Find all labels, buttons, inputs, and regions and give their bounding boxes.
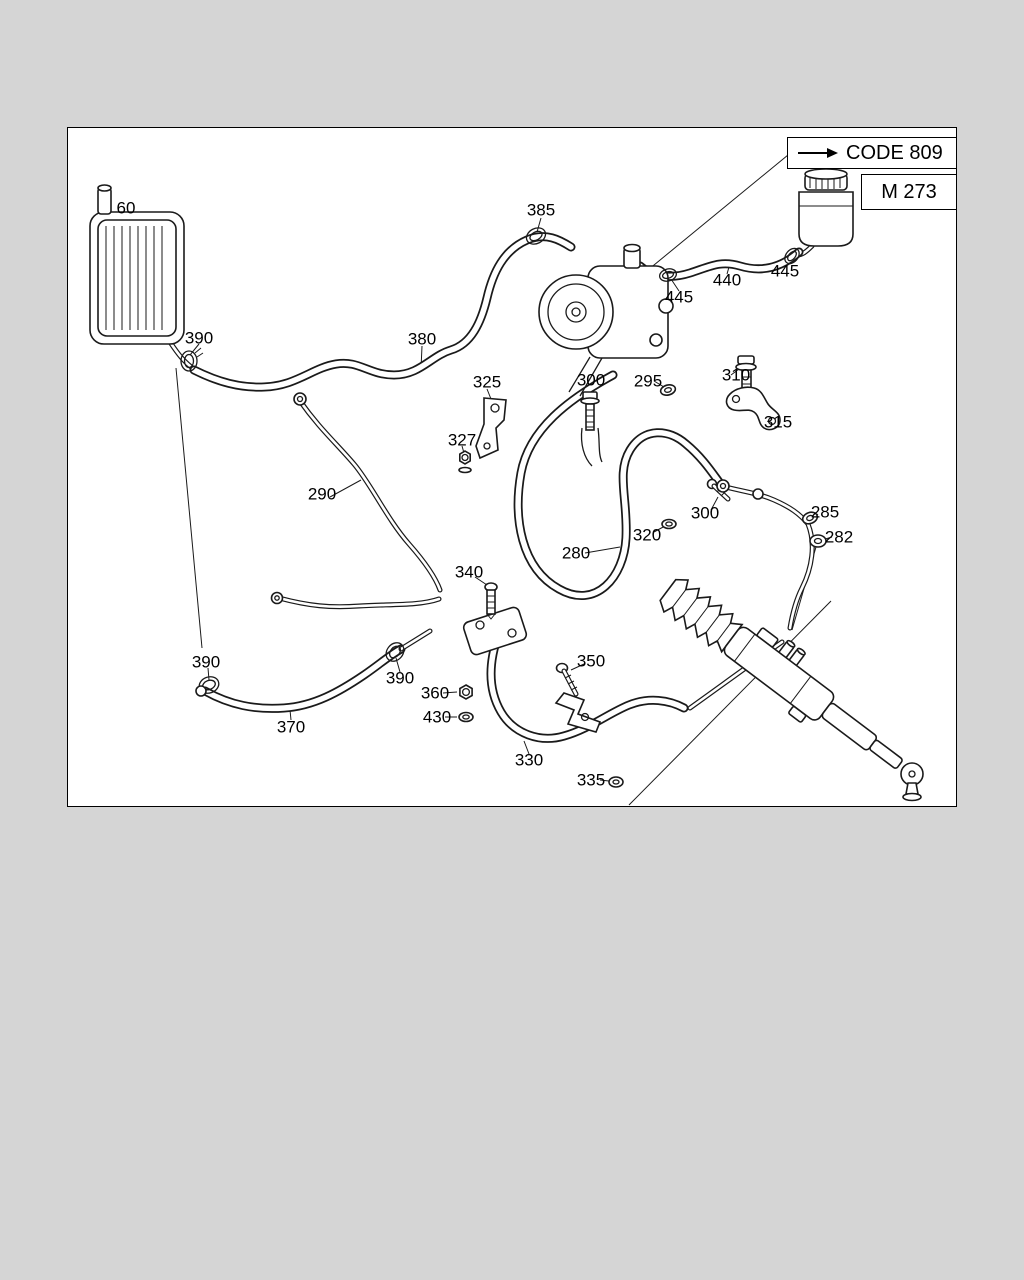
washer-295-drawing xyxy=(659,383,677,397)
part-label-315: 315 xyxy=(763,412,793,432)
part-label-445: 445 xyxy=(664,287,694,307)
clamp-385-drawing xyxy=(525,227,547,245)
hose-370-end-fitting xyxy=(195,685,207,697)
part-label-390: 390 xyxy=(385,668,415,688)
part-label-440: 440 xyxy=(712,270,742,290)
part-label-327: 327 xyxy=(447,430,477,450)
washer-335-drawing xyxy=(608,776,624,788)
part-label-290: 290 xyxy=(307,484,337,504)
oil-cooler-drawing xyxy=(89,184,185,345)
engine-callout-label: M 273 xyxy=(881,180,937,203)
part-label-380: 380 xyxy=(407,329,437,349)
clamp-390-bottom-mid-drawing xyxy=(385,642,405,662)
part-label-430: 430 xyxy=(422,707,452,727)
code-callout-label: CODE 809 xyxy=(846,141,943,164)
bracket-340-drawing xyxy=(462,606,528,656)
part-label-330: 330 xyxy=(514,750,544,770)
part-label-445: 445 xyxy=(770,261,800,281)
washer-430-drawing xyxy=(458,711,474,723)
tie-rod-end-drawing xyxy=(900,762,924,802)
part-label-390: 390 xyxy=(191,652,221,672)
nut-360-drawing xyxy=(459,684,473,700)
bolt-310-drawing xyxy=(735,355,757,401)
screw-340-drawing xyxy=(484,582,498,620)
screw-350-drawing xyxy=(555,662,579,697)
code-callout-box: CODE 809 xyxy=(787,137,957,169)
part-label-280: 280 xyxy=(561,543,591,563)
bracket-350-drawing xyxy=(554,692,602,733)
power-steering-pump-drawing xyxy=(538,243,674,467)
part-label-385: 385 xyxy=(526,200,556,220)
clamp-445-right-drawing xyxy=(784,247,800,265)
pipe-290-fittings-drawing xyxy=(270,392,307,605)
diagram-frame: 60 385 445 440 445 390 380 310 300 295 325 315 327 29… xyxy=(67,127,957,807)
bolt-300-top-drawing xyxy=(580,391,600,431)
part-label-300: 300 xyxy=(576,370,606,390)
part-label-320: 320 xyxy=(632,525,662,545)
clamp-390-top-drawing xyxy=(180,347,204,372)
hose-280-fittings-drawing xyxy=(716,479,764,500)
washer-282-drawing xyxy=(809,534,827,548)
bracket-315-drawing xyxy=(725,386,781,431)
engine-callout-box: M 273 xyxy=(861,174,957,210)
part-label-285: 285 xyxy=(810,502,840,522)
part-label-325: 325 xyxy=(472,372,502,392)
diagram-art xyxy=(89,154,924,806)
part-label-60: 60 xyxy=(116,198,136,218)
washer-285-drawing xyxy=(801,511,819,525)
reservoir-drawing xyxy=(798,168,854,247)
steering-rack-drawing xyxy=(659,578,903,769)
part-label-340: 340 xyxy=(454,562,484,582)
code-arrow-icon xyxy=(798,148,838,158)
part-label-310: 310 xyxy=(721,365,751,385)
bolt-300-bottom-drawing xyxy=(706,478,731,502)
part-label-390: 390 xyxy=(184,328,214,348)
washer-320-drawing xyxy=(661,518,677,530)
bracket-325-drawing xyxy=(475,397,507,460)
part-label-350: 350 xyxy=(576,651,606,671)
part-label-360: 360 xyxy=(420,683,450,703)
part-label-335: 335 xyxy=(576,770,606,790)
part-label-295: 295 xyxy=(633,371,663,391)
part-label-370: 370 xyxy=(276,717,306,737)
part-label-300: 300 xyxy=(690,503,720,523)
part-label-282: 282 xyxy=(824,527,854,547)
clamp-445-left-drawing xyxy=(658,268,678,282)
nut-327-drawing xyxy=(458,450,472,474)
